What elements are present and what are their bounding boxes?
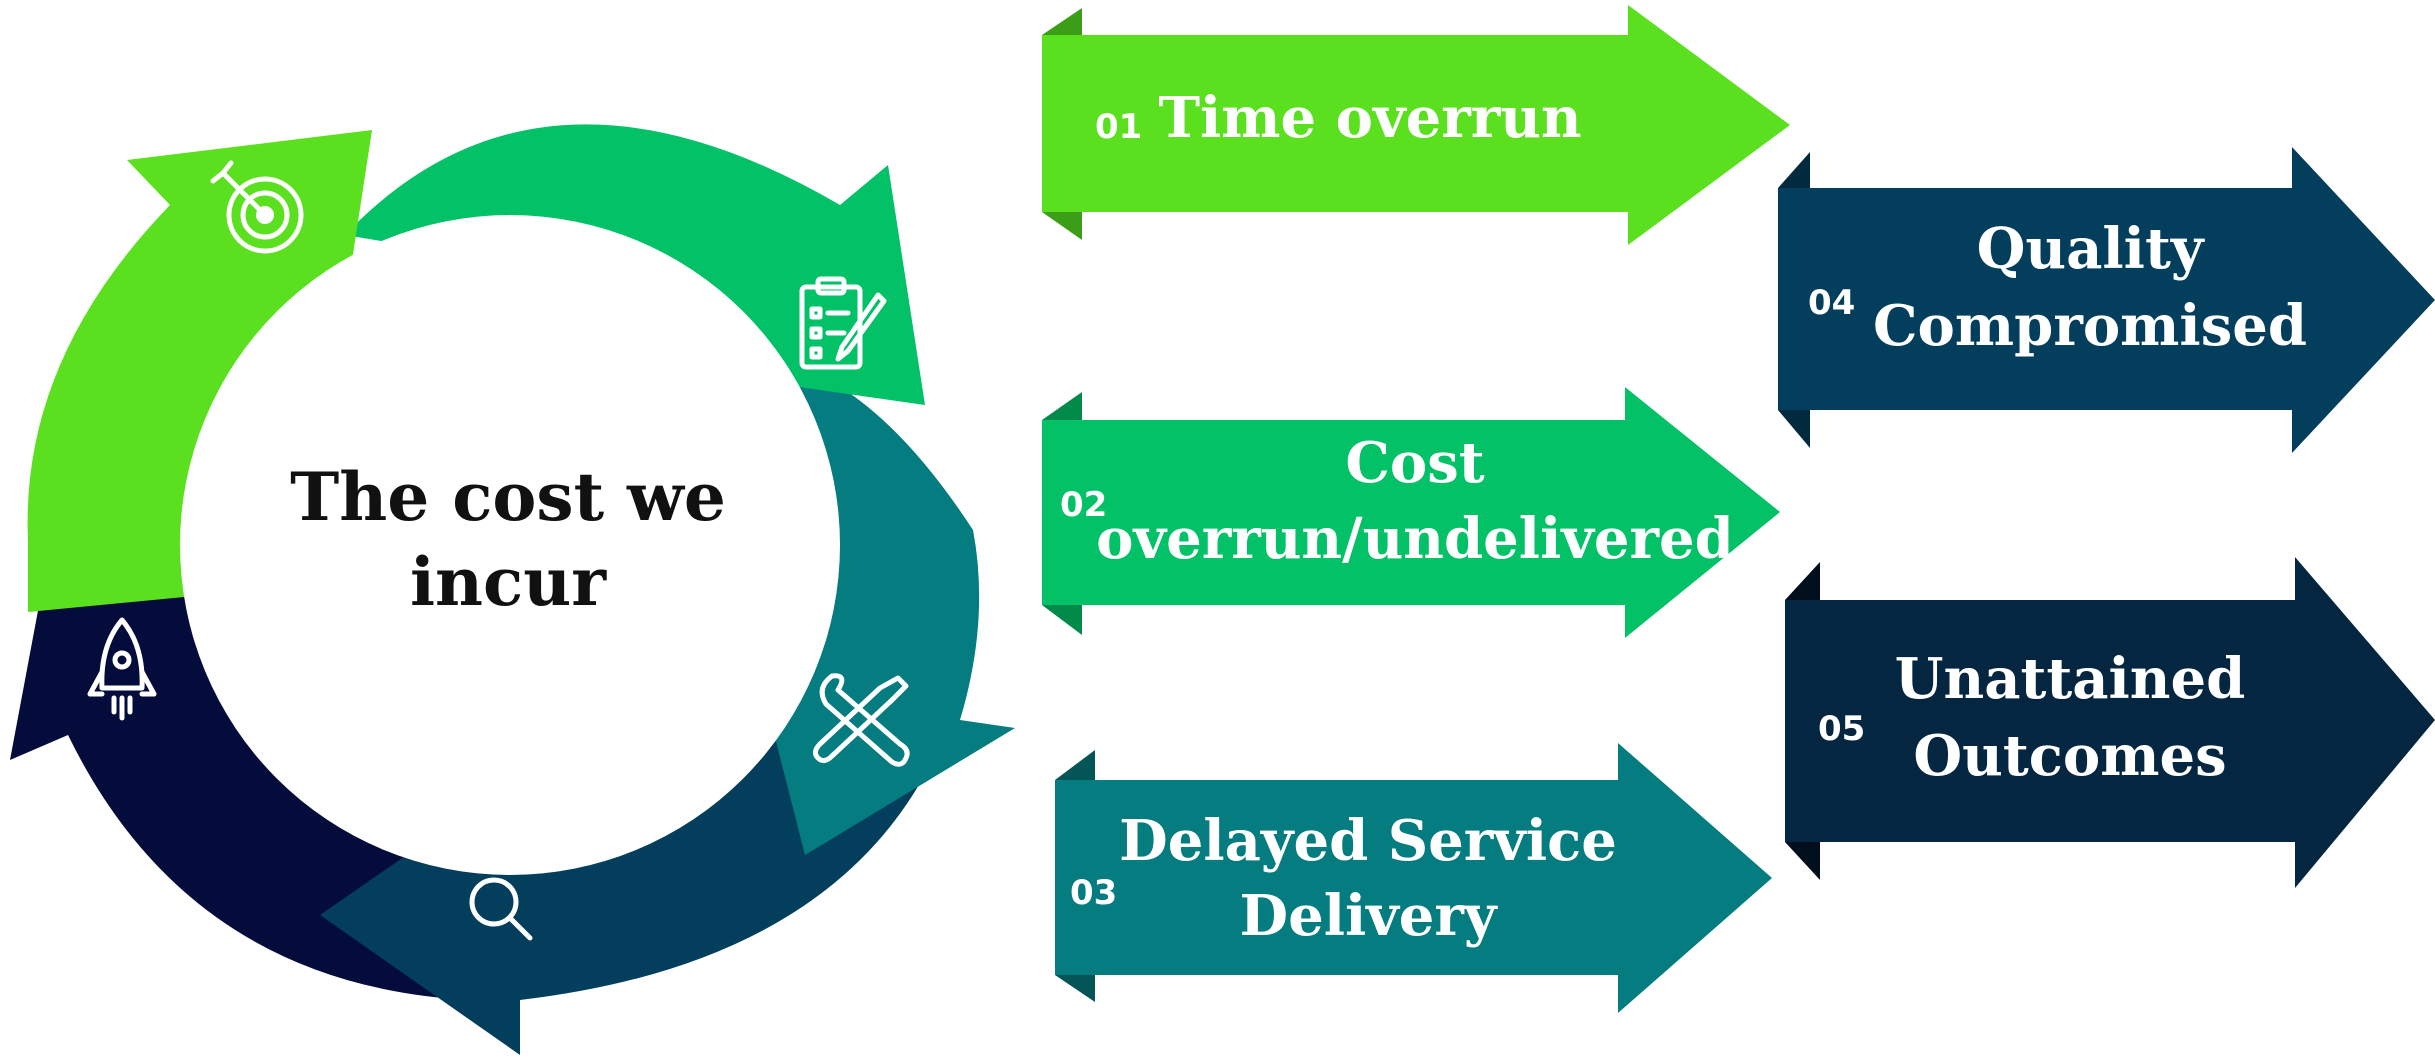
- arrow-02-number: 02: [1060, 485, 1107, 525]
- arrow-02-label-line-1: Cost: [1345, 430, 1484, 496]
- center-title-line-1: The cost we: [290, 458, 726, 536]
- tools-icon: [812, 673, 910, 767]
- arrow-01-number: 01: [1095, 107, 1142, 147]
- arrow-04-number: 04: [1808, 283, 1855, 323]
- arrow-03: 03 Delayed Service Delivery: [1055, 743, 1772, 1013]
- cycle-segment-rocket: [10, 520, 470, 1000]
- arrow-01-body: [1042, 5, 1790, 245]
- arrow-05-label-line-2: Outcomes: [1913, 723, 2226, 789]
- arrow-04: 04 Quality Compromised: [1778, 147, 2435, 453]
- target-icon: [210, 160, 304, 254]
- magnifier-icon: [469, 877, 533, 941]
- arrow-04-label-line-2: Compromised: [1873, 293, 2307, 359]
- clipboard-checklist-icon: [799, 276, 887, 370]
- arrow-02-label-line-2: overrun/undelivered: [1096, 506, 1734, 572]
- arrow-05: 05 Unattained Outcomes: [1785, 557, 2435, 888]
- arrow-04-label-line-1: Quality: [1977, 216, 2205, 282]
- arrow-05-number: 05: [1818, 709, 1865, 749]
- arrow-05-body: [1785, 557, 2435, 888]
- arrow-03-body: [1055, 743, 1772, 1013]
- arrow-03-number: 03: [1070, 873, 1117, 913]
- cycle-segment-target: [27, 130, 372, 612]
- arrow-02: 02 Cost overrun/undelivered: [1042, 387, 1780, 638]
- rocket-icon: [87, 617, 157, 721]
- center-title-line-2: incur: [410, 543, 607, 621]
- arrow-03-label-line-1: Delayed Service: [1119, 808, 1617, 874]
- arrow-02-body: [1042, 387, 1780, 638]
- arrow-05-label-line-1: Unattained: [1895, 646, 2246, 712]
- arrow-03-label-line-2: Delivery: [1240, 883, 1498, 949]
- arrow-01-label: Time overrun: [1158, 85, 1581, 151]
- arrow-04-body: [1778, 147, 2435, 453]
- cycle-center-disc: [180, 215, 840, 875]
- arrow-01: 01 Time overrun: [1042, 5, 1790, 245]
